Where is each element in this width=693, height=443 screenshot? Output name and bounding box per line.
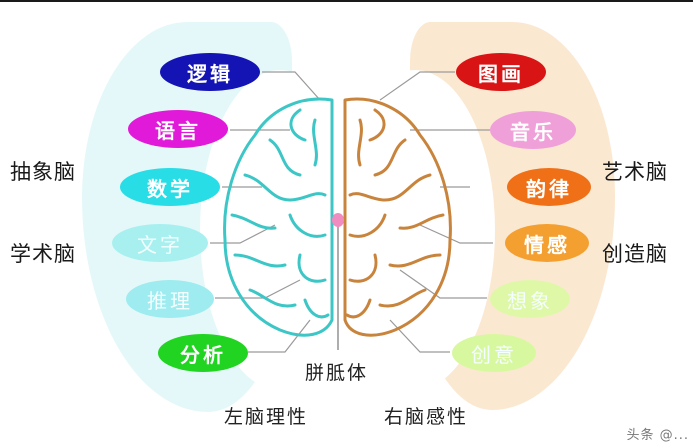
top-border (0, 0, 693, 2)
pill-label: 情感 (524, 232, 570, 257)
left-hemisphere-icon (223, 97, 334, 337)
pill-rhythm: 韵律 (507, 168, 591, 206)
pill-imagination: 想象 (490, 280, 570, 318)
pill-math: 数学 (120, 168, 220, 206)
side-label-art-brain: 艺术脑 (602, 160, 668, 184)
side-label-academic-brain: 学术脑 (10, 242, 76, 266)
pill-reasoning: 推理 (126, 280, 214, 318)
pill-label: 推理 (147, 288, 193, 313)
corpus-callosum-label: 胼胝体 (305, 362, 369, 384)
pill-label: 图画 (478, 61, 524, 86)
pill-music: 音乐 (490, 111, 576, 149)
corpus-callosum-dot (332, 213, 344, 227)
pill-label: 文字 (137, 232, 183, 257)
right-brain-title: 右脑感性 (384, 406, 469, 428)
pill-label: 韵律 (526, 176, 572, 201)
pill-label: 数学 (147, 176, 193, 201)
pill-emotion: 情感 (505, 224, 589, 262)
pill-language: 语言 (128, 110, 228, 148)
pill-logic: 逻辑 (160, 53, 260, 91)
right-hemisphere-icon (343, 97, 452, 337)
side-label-abstract-brain: 抽象脑 (10, 160, 76, 184)
pill-label: 想象 (507, 288, 553, 313)
side-label-creative-brain: 创造脑 (602, 242, 668, 266)
pill-label: 创意 (471, 342, 517, 367)
pill-label: 逻辑 (187, 61, 233, 86)
pill-drawing: 图画 (456, 53, 546, 91)
pill-creativity: 创意 (452, 334, 536, 372)
pill-analysis: 分析 (158, 334, 248, 372)
pill-writing: 文字 (112, 224, 208, 262)
left-brain-title: 左脑理性 (224, 406, 309, 428)
watermark: 头条 @... (626, 428, 689, 443)
pill-label: 音乐 (510, 119, 556, 144)
pill-label: 语言 (155, 118, 201, 143)
pill-label: 分析 (180, 342, 226, 367)
